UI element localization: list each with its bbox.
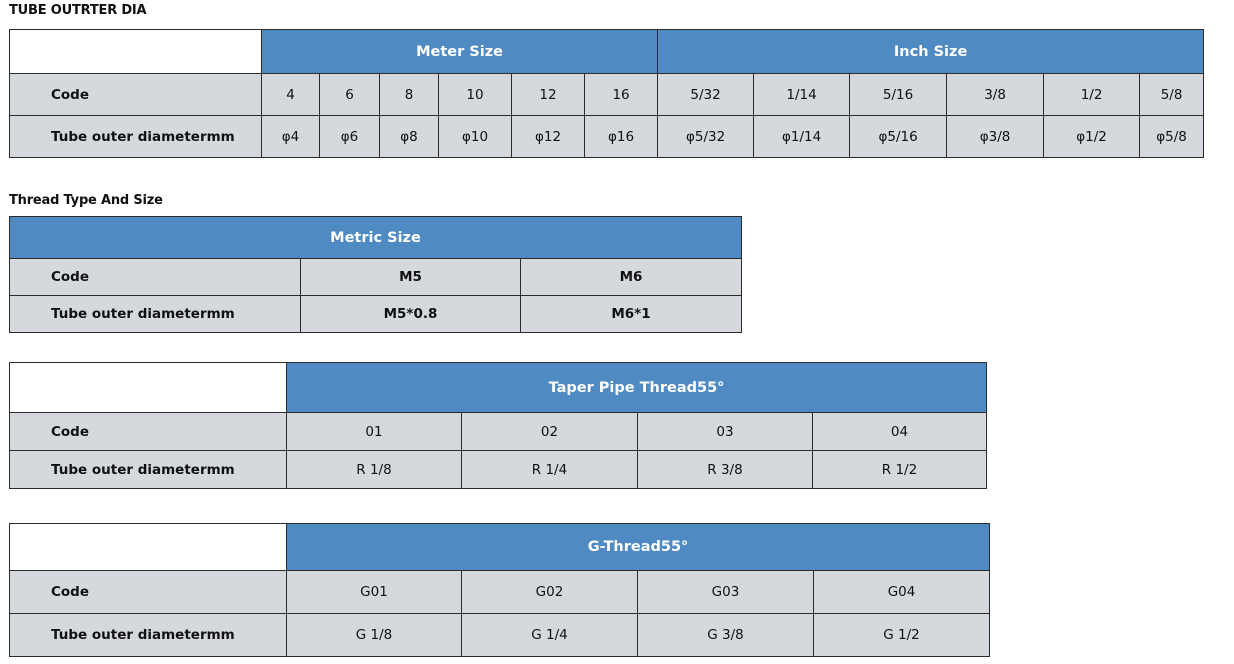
table-cell: 5/16 <box>849 73 948 116</box>
table-cell: 16 <box>583 73 659 116</box>
table-cell: φ3/8 <box>946 115 1045 158</box>
table-cell: M6*1 <box>519 295 743 333</box>
table-row: Code 01 02 03 04 <box>9 412 987 451</box>
table-cell: φ8 <box>379 115 439 158</box>
tube-outer-dia-table: Meter Size Inch Size Code 4 6 8 10 12 16… <box>9 29 1205 158</box>
table-cell: R 3/8 <box>637 450 813 489</box>
table-cell: φ1/14 <box>753 115 851 158</box>
table-cell: φ12 <box>511 115 585 158</box>
table-header-row: Taper Pipe Thread55° <box>9 362 987 413</box>
table-cell: R 1/8 <box>286 450 462 489</box>
table-row: Tube outer diametermm R 1/8 R 1/4 R 3/8 … <box>9 450 987 489</box>
table-cell: φ5/16 <box>849 115 948 158</box>
table-cell: 12 <box>511 73 585 116</box>
table-header-row: Metric Size <box>8 216 743 259</box>
row-label: Tube outer diametermm <box>9 613 287 657</box>
table-cell: M6 <box>519 258 743 296</box>
table-cell: φ1/2 <box>1043 115 1141 158</box>
table-cell: φ4 <box>261 115 320 158</box>
table-cell: R 1/4 <box>461 450 638 489</box>
table-cell: G 3/8 <box>637 613 814 657</box>
g-thread-header: G-Thread55° <box>285 523 991 571</box>
table-header-row: Meter Size Inch Size <box>9 29 1205 74</box>
row-label: Tube outer diametermm <box>9 115 262 158</box>
table-cell: 04 <box>812 412 987 451</box>
metric-size-header: Metric Size <box>8 216 743 259</box>
row-label: Code <box>9 412 287 451</box>
table-header-row: G-Thread55° <box>9 523 991 571</box>
table-cell: 10 <box>438 73 512 116</box>
header-blank-cell <box>9 523 287 571</box>
table-cell: M5*0.8 <box>300 295 521 333</box>
table-cell: G04 <box>812 570 991 614</box>
table-cell: 8 <box>379 73 439 116</box>
metric-size-table: Metric Size Code M5 M6 Tube outer diamet… <box>8 216 743 333</box>
table-cell: G02 <box>461 570 638 614</box>
header-blank-cell <box>9 29 262 74</box>
table-cell: G01 <box>286 570 462 614</box>
table-cell: 5/32 <box>657 73 755 116</box>
table-row: Code M5 M6 <box>9 258 743 296</box>
row-label: Tube outer diametermm <box>9 450 287 489</box>
table-cell: 02 <box>461 412 638 451</box>
table-cell: M5 <box>300 258 521 296</box>
table-cell: 6 <box>319 73 380 116</box>
header-blank-cell <box>9 362 287 413</box>
table-row: Code G01 G02 G03 G04 <box>9 570 991 614</box>
meter-size-header: Meter Size <box>260 29 659 74</box>
table-cell: φ10 <box>438 115 512 158</box>
table-cell: G 1/2 <box>812 613 991 657</box>
table-cell: G 1/4 <box>461 613 638 657</box>
table-cell: R 1/2 <box>812 450 987 489</box>
table-cell: 5/8 <box>1139 73 1205 116</box>
table-cell: 01 <box>286 412 462 451</box>
taper-pipe-thread-table: Taper Pipe Thread55° Code 01 02 03 04 Tu… <box>9 362 987 489</box>
table-cell: φ6 <box>319 115 380 158</box>
inch-size-header: Inch Size <box>657 29 1205 74</box>
table-cell: φ16 <box>583 115 659 158</box>
table-cell: 1/14 <box>753 73 851 116</box>
table-row: Tube outer diametermm φ4 φ6 φ8 φ10 φ12 φ… <box>9 115 1205 158</box>
table-row: Code 4 6 8 10 12 16 5/32 1/14 5/16 3/8 1… <box>9 73 1205 116</box>
row-label: Code <box>9 258 301 296</box>
table-row: Tube outer diametermm M5*0.8 M6*1 <box>9 295 743 333</box>
table-cell: 3/8 <box>946 73 1045 116</box>
table-cell: G03 <box>637 570 814 614</box>
g-thread-table: G-Thread55° Code G01 G02 G03 G04 Tube ou… <box>9 523 991 657</box>
table-cell: 03 <box>637 412 813 451</box>
row-label: Code <box>9 73 262 116</box>
table-cell: 4 <box>261 73 320 116</box>
row-label: Tube outer diametermm <box>9 295 301 333</box>
row-label: Code <box>9 570 287 614</box>
table-cell: 1/2 <box>1043 73 1141 116</box>
section-title-tube-outer-dia: TUBE OUTRTER DIA <box>9 3 147 18</box>
table-row: Tube outer diametermm G 1/8 G 1/4 G 3/8 … <box>9 613 991 657</box>
table-cell: φ5/8 <box>1139 115 1205 158</box>
section-title-thread-type: Thread Type And Size <box>9 193 163 208</box>
taper-pipe-thread-header: Taper Pipe Thread55° <box>286 362 987 413</box>
table-cell: G 1/8 <box>286 613 462 657</box>
table-cell: φ5/32 <box>657 115 755 158</box>
